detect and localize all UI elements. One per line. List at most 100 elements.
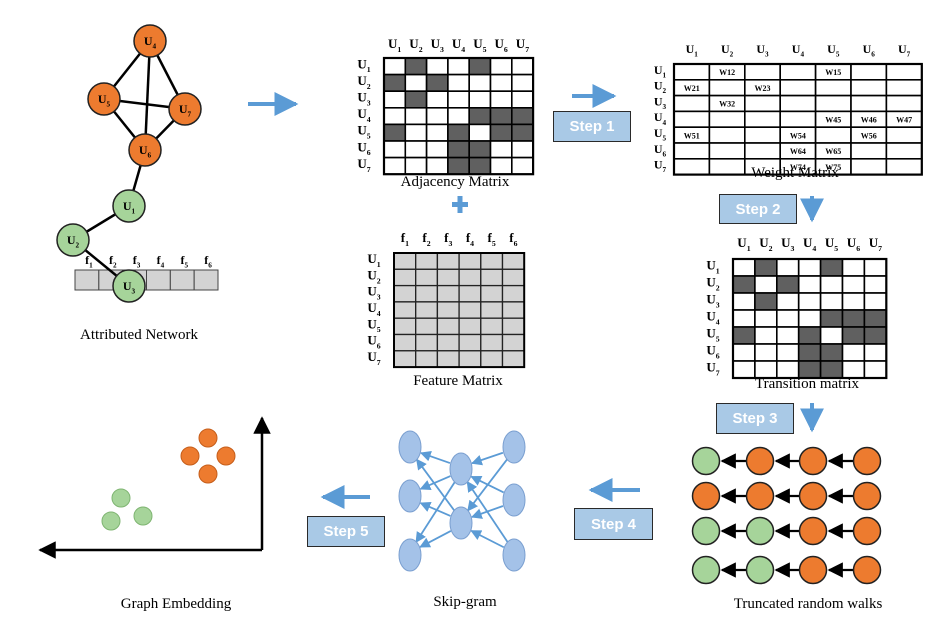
matrix-row-label: U4 xyxy=(654,110,667,127)
matrix-cell xyxy=(850,79,888,97)
matrix-cell xyxy=(841,326,866,345)
matrix-cell xyxy=(468,73,492,92)
matrix-cell xyxy=(510,140,534,159)
feature-matrix-col-label: f1 xyxy=(401,230,409,248)
matrix-cell xyxy=(383,123,407,142)
matrix-row-label: U2 xyxy=(706,275,719,293)
feature-matrix-cell xyxy=(458,317,482,336)
walk-node xyxy=(852,481,882,511)
matrix-row-label: U6 xyxy=(654,142,667,159)
matrix-cell xyxy=(754,275,778,294)
network-node-u5 xyxy=(87,82,121,116)
matrix-col-label: U7 xyxy=(898,42,911,59)
matrix-col-label: U6 xyxy=(847,235,860,253)
matrix-border xyxy=(672,62,923,176)
matrix-cell xyxy=(850,142,888,160)
feature-matrix-col-label: f6 xyxy=(509,230,517,248)
matrix-col-label: U5 xyxy=(473,36,486,54)
matrix-cell xyxy=(673,63,711,81)
weight-entry: W45 xyxy=(825,115,841,124)
feature-matrix-cell xyxy=(458,333,482,352)
matrix-cell xyxy=(841,275,866,294)
caption-weight-matrix: Weight Matrix xyxy=(751,165,839,181)
skipgram-neuron xyxy=(502,483,526,517)
matrix-cell xyxy=(489,73,513,92)
network-node-u3 xyxy=(112,269,146,303)
embedding-point-orange xyxy=(198,428,218,448)
step-3-box: Step 3 xyxy=(716,403,794,434)
matrix-row-label: U3 xyxy=(654,94,667,111)
matrix-cell xyxy=(797,275,822,294)
matrix-col-label: U2 xyxy=(721,42,734,59)
feature-matrix-cell xyxy=(436,317,460,336)
feature-matrix-row-label: U5 xyxy=(367,316,380,334)
walk-node xyxy=(691,481,721,511)
matrix-cell xyxy=(425,90,449,109)
matrix-cell xyxy=(732,258,756,277)
matrix-cell xyxy=(404,73,428,92)
matrix-cell xyxy=(754,309,778,328)
matrix-cell xyxy=(863,343,888,362)
feature-matrix-row-label: U1 xyxy=(367,251,380,269)
matrix-cell xyxy=(850,158,888,176)
feature-matrix-cell xyxy=(415,350,439,368)
feature-matrix-cell xyxy=(393,252,417,270)
feature-matrix-cell xyxy=(480,252,504,270)
skipgram-neuron xyxy=(398,479,422,513)
feature-strip-cell xyxy=(146,269,171,291)
matrix-cell xyxy=(814,94,852,113)
matrix-cell xyxy=(708,126,746,144)
feature-matrix-cell xyxy=(501,333,525,352)
matrix-cell xyxy=(850,94,888,113)
matrix-cell xyxy=(489,107,513,126)
skipgram-neuron xyxy=(398,538,422,572)
matrix-cell xyxy=(732,326,756,345)
skipgram-connection xyxy=(419,475,451,491)
matrix-cell xyxy=(743,94,781,113)
weight-matrix xyxy=(672,62,923,176)
feature-matrix-cell xyxy=(458,301,482,319)
walk-node xyxy=(852,555,882,585)
matrix-cell xyxy=(404,107,428,126)
matrix-cell xyxy=(404,123,428,142)
matrix-cell xyxy=(383,107,407,126)
matrix-col-label: U4 xyxy=(792,42,805,59)
feature-matrix-cell xyxy=(415,333,439,352)
matrix-cell xyxy=(885,94,923,113)
matrix-cell xyxy=(404,156,428,176)
walk-node xyxy=(745,481,775,511)
feature-matrix-cell xyxy=(501,317,525,336)
matrix-cell xyxy=(863,309,888,328)
matrix-cell xyxy=(819,292,844,311)
matrix-col-label: U3 xyxy=(756,42,769,59)
feature-matrix-cell xyxy=(415,301,439,319)
matrix-cell xyxy=(819,326,844,345)
network-node-label: U1 xyxy=(123,199,136,216)
matrix-cell xyxy=(708,79,746,97)
matrix-cell xyxy=(708,110,746,129)
matrix-border xyxy=(731,257,888,380)
matrix-cell xyxy=(425,57,449,76)
walk-node xyxy=(798,481,828,511)
matrix-cell xyxy=(673,158,711,176)
feature-matrix-cell xyxy=(393,268,417,287)
network-node-u1 xyxy=(112,189,146,223)
matrix-cell xyxy=(754,258,778,277)
weight-entry: W21 xyxy=(684,84,700,93)
matrix-cell xyxy=(797,292,822,311)
weight-entry: W56 xyxy=(861,131,877,140)
matrix-cell xyxy=(708,158,746,176)
weight-entry: W64 xyxy=(790,147,806,156)
matrix-row-label: U1 xyxy=(706,258,719,276)
matrix-cell xyxy=(732,360,756,379)
matrix-cell xyxy=(383,73,407,92)
matrix-row-label: U5 xyxy=(706,326,719,344)
caption-transition-matrix: Transition matrix xyxy=(754,376,860,392)
matrix-cell xyxy=(510,156,534,176)
matrix-cell xyxy=(447,57,470,76)
step-4-box: Step 4 xyxy=(574,508,653,540)
matrix-row-label: U1 xyxy=(357,56,370,74)
walk-node xyxy=(798,555,828,585)
matrix-row-label: U2 xyxy=(357,73,370,91)
matrix-cell xyxy=(797,326,822,345)
